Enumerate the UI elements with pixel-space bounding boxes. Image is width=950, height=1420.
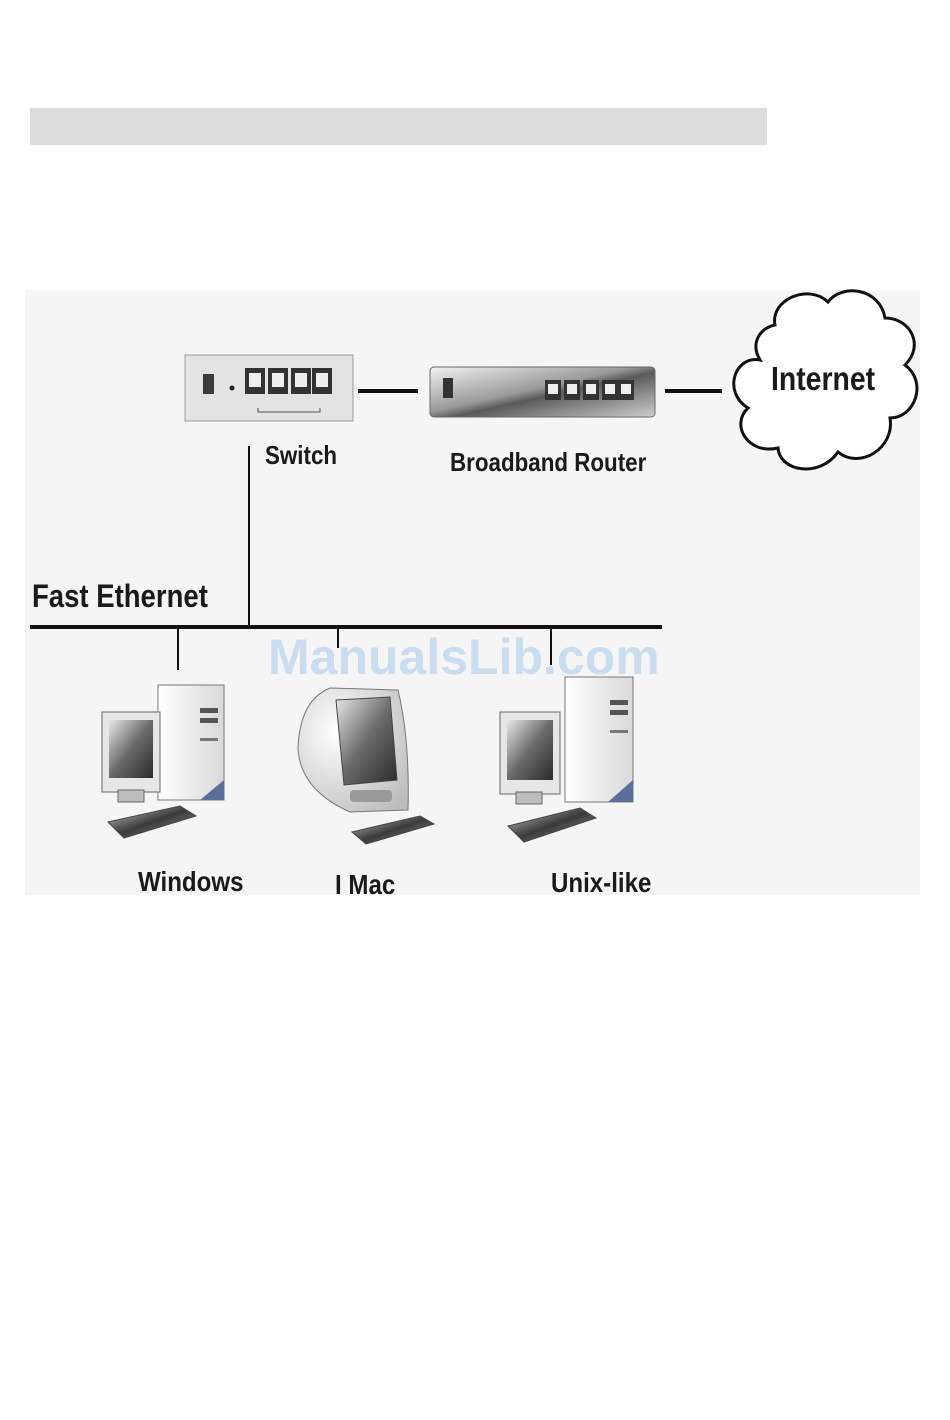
unix-like-label: Unix-like	[551, 867, 651, 899]
switch-label: Switch	[265, 440, 337, 471]
unix-pc-icon	[500, 677, 633, 842]
watermark: ManualsLib.com	[268, 628, 660, 686]
router-icon	[430, 367, 655, 417]
fast-ethernet-label: Fast Ethernet	[32, 578, 208, 615]
windows-pc-icon	[102, 685, 224, 838]
switch-icon	[185, 355, 353, 421]
imac-icon	[298, 688, 434, 844]
imac-label: I Mac	[335, 869, 395, 901]
router-label: Broadband Router	[450, 447, 646, 478]
windows-label: Windows	[138, 866, 243, 898]
internet-label: Internet	[771, 360, 875, 398]
